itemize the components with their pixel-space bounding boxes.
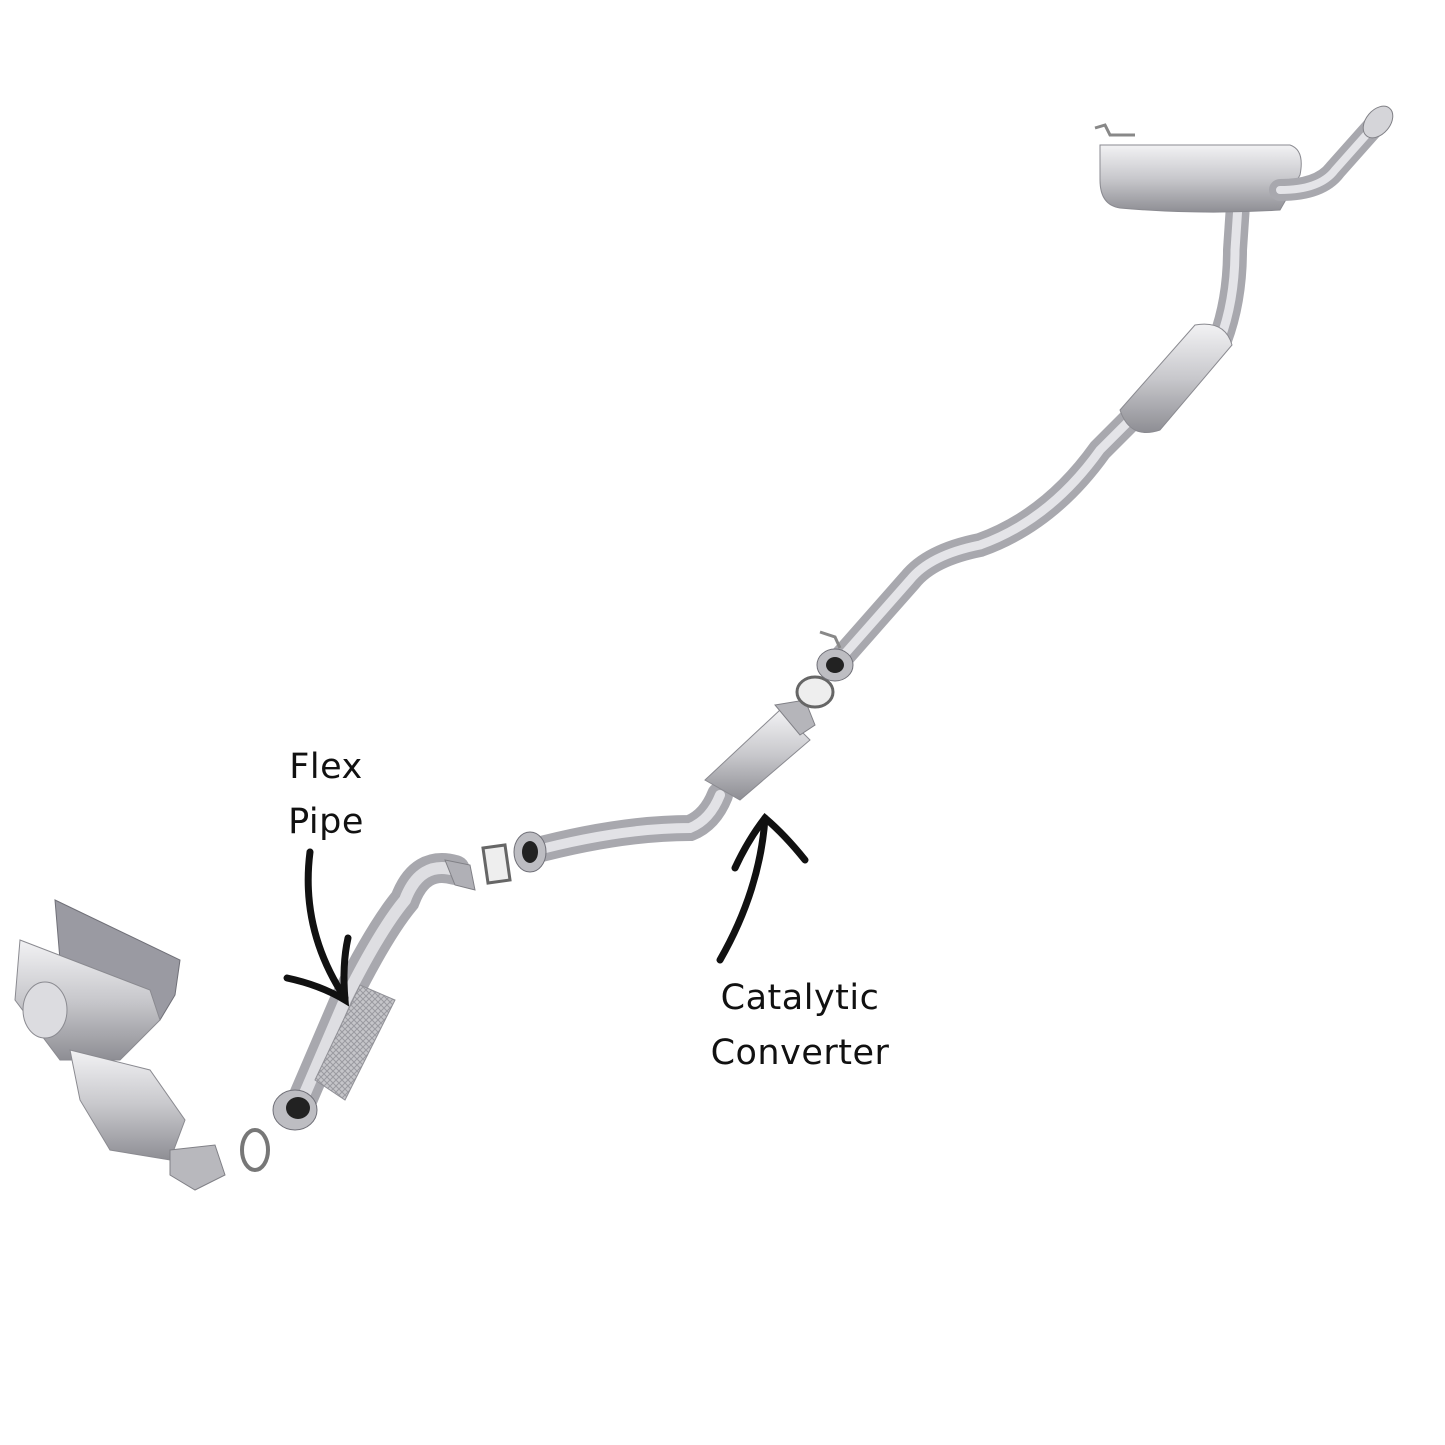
catalytic-converter-label-line1: Catalytic (720, 978, 880, 1018)
catalytic-converter-arrow (716, 812, 809, 964)
flex-pipe-arrow (283, 848, 352, 1007)
flange-gasket (795, 675, 835, 709)
flex-pipe-assembly (272, 853, 476, 1131)
flange-gasket (481, 843, 512, 885)
exhaust-manifold (14, 899, 226, 1191)
flex-pipe-label: Flex Pipe (246, 740, 406, 850)
rear-exhaust-assembly (816, 105, 1394, 682)
flex-pipe-label-line2: Pipe (288, 802, 364, 842)
catalytic-converter-assembly (513, 699, 816, 873)
flex-pipe-label-line1: Flex (289, 747, 363, 787)
gasket-ring (240, 1128, 270, 1172)
catalytic-converter-label: Catalytic Converter (660, 971, 940, 1081)
catalytic-converter-label-line2: Converter (710, 1033, 890, 1073)
